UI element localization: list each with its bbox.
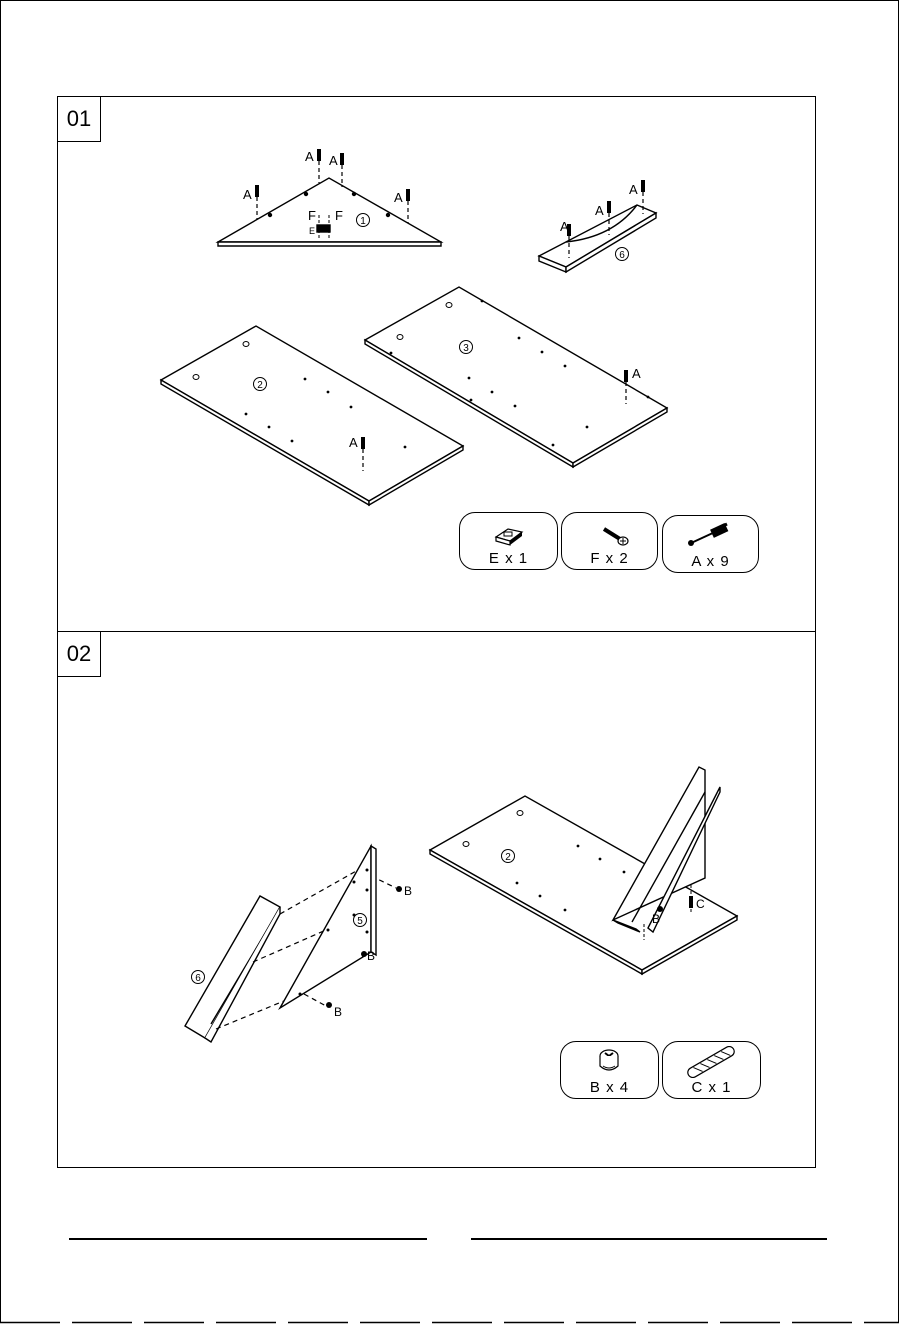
- footer-line-left: [69, 1238, 427, 1240]
- part-1-label-f2: F: [335, 208, 343, 223]
- part-6-label-a2: A: [595, 203, 604, 218]
- wood-dowel-icon: [663, 1046, 760, 1078]
- magnet-catch-icon: [460, 517, 557, 549]
- cam-lock-icon: [561, 1046, 658, 1078]
- part-6-number: 6: [619, 250, 625, 261]
- part-1-number: 1: [360, 216, 366, 227]
- label-b3: B: [334, 1005, 342, 1019]
- part-3-number: 3: [463, 343, 469, 354]
- part-1-label-f1: F: [308, 208, 316, 223]
- label-b2: B: [367, 949, 375, 963]
- step-number: 02: [57, 631, 101, 677]
- footer-line-right: [471, 1238, 827, 1240]
- part-6-number-step2: 6: [195, 973, 201, 984]
- cam-lock-b3: [326, 1002, 332, 1008]
- part-1-label-a4: A: [394, 190, 403, 205]
- hardware-label-a: A x 9: [663, 553, 758, 570]
- part-1-label-a2: A: [305, 149, 314, 164]
- hardware-box-a: A x 9: [662, 515, 759, 573]
- part-2-number: 2: [257, 380, 263, 391]
- part-5-number: 5: [357, 916, 363, 927]
- part-6-label-a3: A: [629, 182, 638, 197]
- hardware-box-f: F x 2: [561, 512, 658, 570]
- part-5-triangle-side: [280, 846, 376, 1008]
- hardware-label-c: C x 1: [663, 1079, 760, 1096]
- part-2-label-a: A: [349, 435, 358, 450]
- screw-icon: [562, 517, 657, 549]
- label-b-assembled: B: [652, 912, 660, 926]
- label-c: C: [696, 897, 705, 911]
- label-b1: B: [404, 884, 412, 898]
- hardware-box-c: C x 1: [662, 1041, 761, 1099]
- part-6-side-rail: [185, 896, 280, 1042]
- wood-dowel-c: [689, 896, 693, 908]
- hardware-label-e: E x 1: [460, 550, 557, 567]
- step-number: 01: [57, 96, 101, 142]
- cam-lock-b1: [396, 886, 402, 892]
- part-6-label-a1: A: [560, 219, 569, 234]
- step-02-panel: B B B 5 6 B C 2: [57, 631, 816, 1168]
- hardware-box-b: B x 4: [560, 1041, 659, 1099]
- cam-bolt-icon: [663, 520, 758, 552]
- hardware-label-f: F x 2: [562, 550, 657, 567]
- part-3-label-a: A: [632, 366, 641, 381]
- step-01-panel: A A A A F F E 1 A A A 6: [57, 96, 816, 633]
- part-1-label-a1: A: [243, 187, 252, 202]
- part-1-label-e: E: [309, 226, 315, 236]
- hardware-box-e: E x 1: [459, 512, 558, 570]
- part-1-label-a3: A: [329, 153, 338, 168]
- hardware-label-b: B x 4: [561, 1079, 658, 1096]
- part-2-number-step2: 2: [505, 852, 511, 863]
